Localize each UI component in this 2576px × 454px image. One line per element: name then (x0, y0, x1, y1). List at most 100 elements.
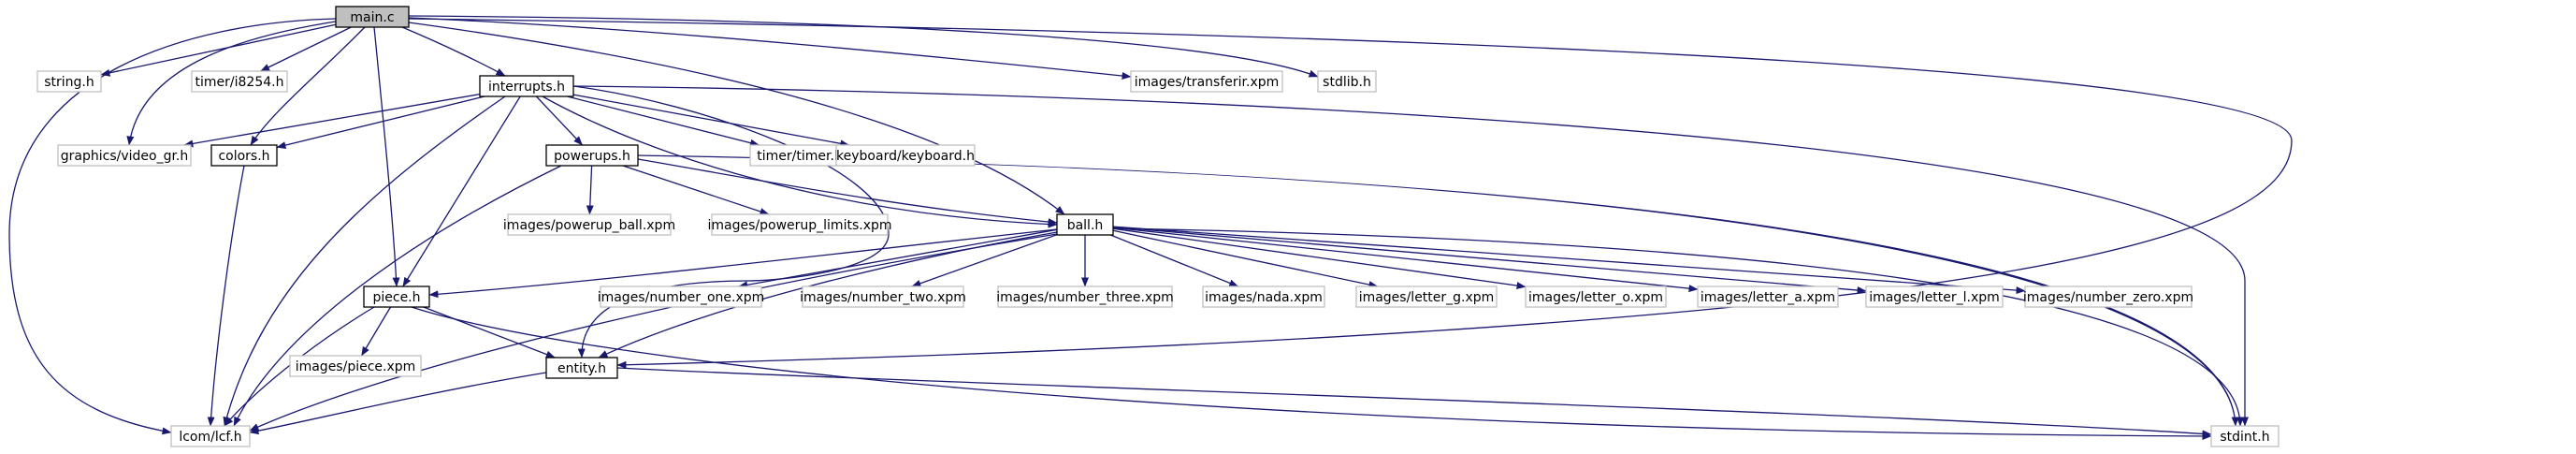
node-box (835, 144, 976, 167)
edge-powerups-h-to-images-powerup-ball-xpm (586, 165, 594, 215)
node-box (1697, 286, 1839, 308)
edge-piece-h-to-stdint-h (411, 306, 2212, 440)
node-label: images/number_one.xpm (598, 290, 765, 305)
node-label: images/letter_l.xpm (1869, 290, 2000, 305)
node-label: string.h (44, 75, 94, 90)
node-box (210, 144, 278, 167)
edge-interrupts-h-to-piece-h (402, 95, 521, 287)
edge-interrupts-h-to-stdint-h (572, 85, 2249, 427)
node-images-number-one-xpm: images/number_one.xpm (598, 286, 765, 308)
edge-ball-h-to-images-nada-xpm (1110, 234, 1239, 287)
node-box (1355, 286, 1498, 308)
node-label: colors.h (218, 149, 269, 164)
edge-ball-h-to-lcom-lcf-h (249, 233, 1058, 432)
edge-main-c-to-entity-h (408, 18, 2293, 369)
node-timer-i8254-h: timer/i8254.h (191, 70, 288, 93)
node-powerups-h[interactable]: powerups.h (545, 144, 639, 167)
node-label: lcom/lcf.h (179, 430, 241, 445)
node-box (170, 425, 251, 447)
node-box (802, 286, 964, 308)
edge-powerups-h-to-lcom-lcf-h (233, 165, 562, 427)
edge-entity-h-to-stdint-h (616, 367, 2212, 438)
node-ball-h[interactable]: ball.h (1056, 213, 1114, 236)
node-label: images/letter_g.xpm (1359, 290, 1495, 305)
node-label: images/letter_o.xpm (1528, 290, 1663, 305)
node-label: images/number_zero.xpm (2023, 290, 2193, 305)
node-box (1525, 286, 1667, 308)
edge-ball-h-to-images-letter-g-xpm (1112, 229, 1379, 288)
node-label: stdint.h (2220, 430, 2269, 445)
edge-main-c-to-graphics-video-gr-h (126, 20, 342, 146)
node-interrupts-h[interactable]: interrupts.h (479, 75, 574, 97)
edge-ball-h-to-images-number-one-xpm (738, 228, 1058, 289)
node-colors-h[interactable]: colors.h (210, 144, 278, 167)
edge-ball-h-to-stdint-h (1112, 227, 2244, 427)
edge-piece-h-to-lcom-lcf-h (224, 306, 375, 427)
node-label: interrupts.h (488, 80, 565, 95)
node-box (545, 144, 639, 167)
edge-interrupts-h-to-graphics-video-gr-h (183, 93, 481, 148)
node-box (479, 75, 574, 97)
node-box (545, 357, 618, 379)
node-main-c[interactable]: main.c (335, 6, 410, 28)
node-images-number-zero-xpm: images/number_zero.xpm (2023, 286, 2193, 308)
node-piece-h[interactable]: piece.h (363, 286, 430, 308)
edge-ball-h-to-images-number-zero-xpm (1112, 226, 2026, 295)
node-label: ball.h (1067, 218, 1104, 233)
node-label: images/powerup_ball.xpm (503, 218, 675, 233)
node-label: entity.h (557, 361, 606, 376)
edge-ball-h-to-images-letter-o-xpm (1112, 227, 1527, 290)
node-label: keyboard/keyboard.h (836, 149, 975, 164)
edge-main-c-to-lcom-lcf-h (8, 18, 337, 435)
edge-main-c-to-string-h (100, 23, 337, 77)
edge-ball-h-to-images-number-two-xpm (911, 234, 1058, 287)
node-label: powerups.h (554, 149, 630, 164)
node-box (191, 70, 288, 93)
node-entity-h[interactable]: entity.h (545, 357, 618, 379)
edge-interrupts-h-to-timer-timer-h (567, 95, 760, 147)
node-label: images/transferir.xpm (1135, 75, 1280, 90)
node-label: stdlib.h (1323, 75, 1371, 90)
edge-main-c-to-colors-h (250, 26, 366, 146)
node-lcom-lcf-h: lcom/lcf.h (170, 425, 251, 447)
edge-powerups-h-to-images-powerup-limits-xpm (622, 165, 770, 215)
edge-ball-h-to-images-letter-a-xpm (1112, 227, 1699, 293)
node-box (711, 213, 889, 236)
node-string-h: string.h (36, 70, 102, 93)
node-label: images/powerup_limits.xpm (708, 218, 892, 233)
node-label: piece.h (372, 290, 420, 305)
node-images-letter-g-xpm: images/letter_g.xpm (1355, 286, 1498, 308)
node-images-powerup-limits-xpm: images/powerup_limits.xpm (708, 213, 892, 236)
node-images-letter-a-xpm: images/letter_a.xpm (1697, 286, 1839, 308)
node-box (507, 213, 672, 236)
node-stdint-h: stdint.h (2210, 425, 2279, 447)
node-box (1130, 70, 1283, 93)
node-label: images/number_three.xpm (996, 290, 1174, 305)
node-box (36, 70, 102, 93)
node-box (1202, 286, 1325, 308)
edge-entity-h-to-lcom-lcf-h (249, 372, 547, 435)
edge-main-c-to-interrupts-h (401, 26, 506, 77)
node-label: images/letter_a.xpm (1700, 290, 1835, 305)
edge-ball-h-to-images-letter-l-xpm (1112, 226, 1867, 294)
edge-powerups-h-to-ball-h (637, 158, 1058, 227)
node-images-number-two-xpm: images/number_two.xpm (800, 286, 966, 308)
edge-main-c-to-ball-h (408, 22, 1065, 215)
edge-piece-h-to-entity-h (423, 306, 556, 359)
edge-ball-h-to-piece-h (428, 228, 1058, 299)
node-box (363, 286, 430, 308)
node-box (600, 286, 762, 308)
node-images-powerup-ball-xpm: images/powerup_ball.xpm (503, 213, 675, 236)
node-box (1865, 286, 2004, 308)
node-box (1056, 213, 1114, 236)
node-box (335, 6, 410, 28)
node-label: graphics/video_gr.h (61, 149, 189, 164)
node-images-letter-l-xpm: images/letter_l.xpm (1865, 286, 2004, 308)
edge-interrupts-h-to-powerups-h (535, 95, 584, 146)
node-box (2210, 425, 2279, 447)
node-graphics-video-gr-h: graphics/video_gr.h (57, 144, 192, 167)
edge-colors-h-to-lcom-lcf-h (207, 165, 245, 427)
edge-main-c-to-piece-h (373, 26, 400, 287)
